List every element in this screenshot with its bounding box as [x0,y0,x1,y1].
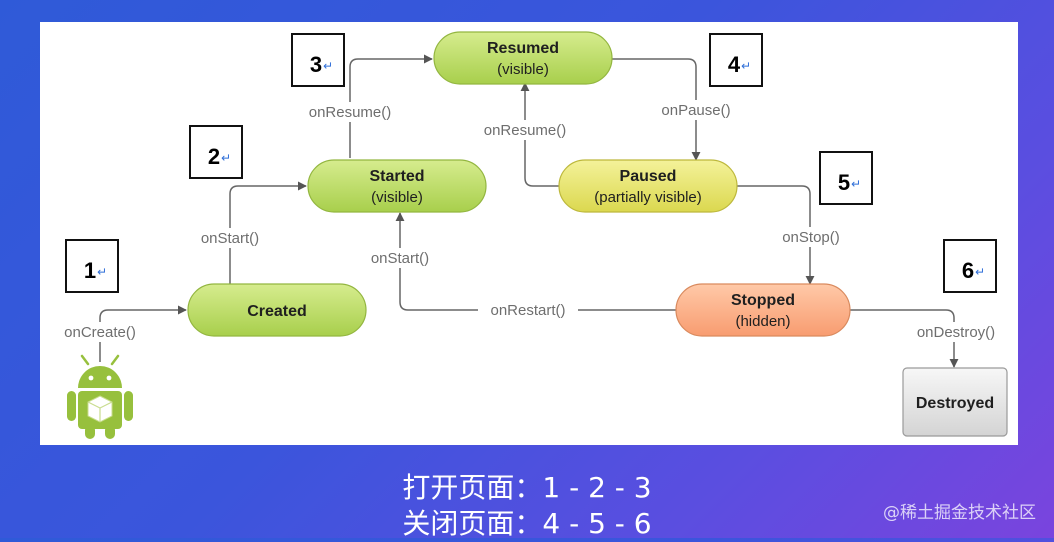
node-paused-subtitle: (partially visible) [594,189,702,206]
edge-on-pause [612,58,701,161]
label-on-stop: onStop() [782,229,840,246]
return-mark-icon: ↵ [975,265,985,279]
label-on-pause: onPause() [661,102,730,119]
label-on-start-restart: onStart() [371,250,429,267]
step-box-6: 6 ↵ [943,239,997,293]
step-box-4: 4 ↵ [709,33,763,87]
node-started: Started (visible) [307,159,487,213]
step-box-5: 5 ↵ [819,151,873,205]
step-box-1: 1 ↵ [65,239,119,293]
label-on-restart: onRestart() [490,302,565,319]
return-mark-icon: ↵ [97,265,107,279]
edge-on-resume-back [520,82,559,187]
node-created: Created [187,283,367,337]
label-on-start: onStart() [201,230,259,247]
node-stopped-title: Stopped [731,292,795,309]
step-number-3: 3 [310,52,322,77]
edge-on-resume [349,54,433,158]
activity-lifecycle-diagram: onCreate() onStart() onResume() onPause(… [54,31,1008,439]
return-mark-icon: ↵ [221,151,231,165]
edge-on-destroy [850,309,959,368]
step-number-2: 2 [208,144,220,169]
step-number-6: 6 [962,258,974,283]
node-destroyed-title: Destroyed [916,395,994,412]
diagram-panel: onCreate() onStart() onResume() onPause(… [40,22,1018,445]
watermark: @稀土掘金技术社区 [883,503,1036,523]
step-box-2: 2 ↵ [189,125,243,179]
step-number-4: 4 [728,52,741,77]
edge-on-stop [737,185,815,285]
node-paused: Paused (partially visible) [558,159,738,213]
edge-on-restart [395,212,676,311]
node-stopped-subtitle: (hidden) [735,313,790,330]
return-mark-icon: ↵ [851,177,861,191]
node-resumed-subtitle: (visible) [497,61,549,78]
return-mark-icon: ↵ [741,59,751,73]
node-paused-title: Paused [620,168,677,185]
caption-open-line: 打开页面：1 - 2 - 3 [402,471,652,504]
node-resumed-title: Resumed [487,40,559,57]
step-number-5: 5 [838,170,850,195]
edge-on-create [99,305,187,362]
step-box-3: 3 ↵ [291,33,345,87]
label-on-create: onCreate() [64,324,136,341]
node-stopped: Stopped (hidden) [675,283,851,337]
node-started-subtitle: (visible) [371,189,423,206]
label-on-resume-back: onResume() [484,122,567,139]
node-resumed: Resumed (visible) [433,31,613,85]
step-number-1: 1 [84,258,96,283]
node-created-title: Created [247,303,307,320]
node-started-title: Started [369,168,424,185]
return-mark-icon: ↵ [323,59,333,73]
android-robot-icon [67,354,133,439]
label-on-resume: onResume() [309,104,392,121]
edge-on-start [229,181,307,284]
caption: 打开页面：1 - 2 - 3 关闭页面：4 - 5 - 6 [0,470,1054,542]
node-destroyed: Destroyed [902,367,1008,437]
caption-close-line: 关闭页面：4 - 5 - 6 [402,507,652,540]
label-on-destroy: onDestroy() [917,324,995,341]
